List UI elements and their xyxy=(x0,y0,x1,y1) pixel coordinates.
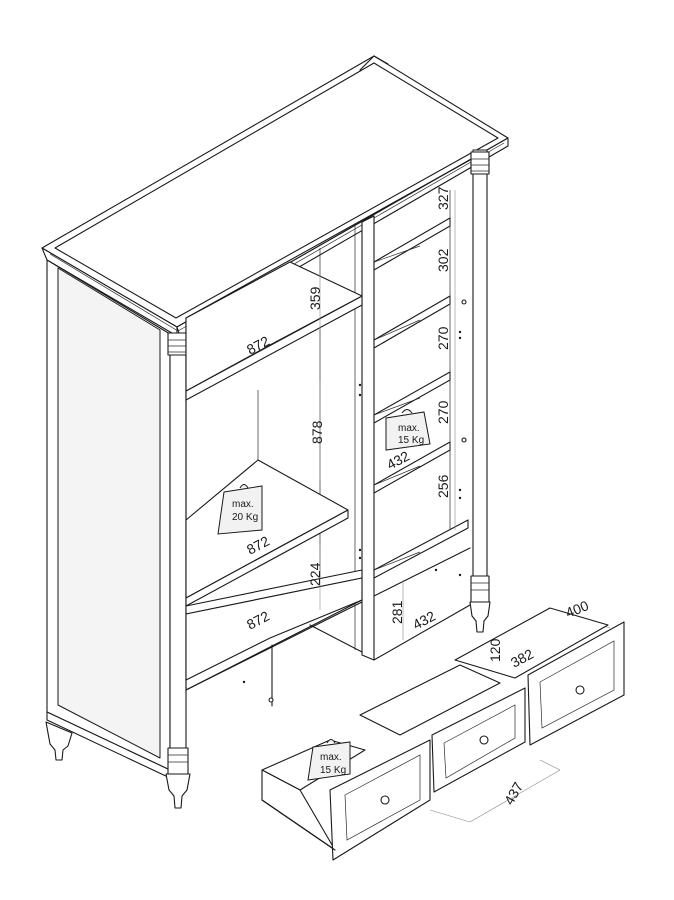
weight-line1: max. xyxy=(320,752,342,763)
weight-line1: max. xyxy=(232,499,254,510)
weight-badge-right-shelf: max. 15 Kg xyxy=(385,409,431,451)
weight-badge-left-shelf: max. 20 Kg xyxy=(217,484,263,535)
carcass-interior xyxy=(185,159,471,707)
weight-line2: 15 Kg xyxy=(320,765,346,776)
dim-right-third-height: 270 xyxy=(435,326,451,350)
dim-right-fifth-height: 256 xyxy=(435,474,451,498)
dim-drawer-depth: 400 xyxy=(563,597,591,621)
weight-badge-drawer: max. 15 Kg xyxy=(307,739,351,781)
right-front-post xyxy=(469,149,491,633)
dim-base-compartment-width: 432 xyxy=(410,607,438,632)
drawer-front-right xyxy=(454,607,625,746)
dim-hanging-height: 878 xyxy=(309,420,325,444)
left-side-panel xyxy=(46,259,171,779)
dim-right-second-height: 302 xyxy=(435,248,451,272)
left-front-post xyxy=(165,332,191,809)
weight-line1: max. xyxy=(398,423,420,434)
weight-line2: 20 Kg xyxy=(232,512,258,523)
dim-lower-gap-height: 224 xyxy=(307,562,323,586)
dim-drawer-inner-height: 120 xyxy=(487,638,503,662)
dim-top-shelf-height: 359 xyxy=(307,286,323,310)
drawer-front-middle xyxy=(359,664,526,793)
dim-right-fourth-height: 270 xyxy=(435,400,451,424)
dim-drawer-pitch: 437 xyxy=(501,779,527,807)
dim-base-compartment-height: 281 xyxy=(389,600,405,624)
back-left-foot xyxy=(45,721,73,761)
dim-right-top-height: 327 xyxy=(435,186,451,210)
weight-line2: 15 Kg xyxy=(398,435,424,446)
